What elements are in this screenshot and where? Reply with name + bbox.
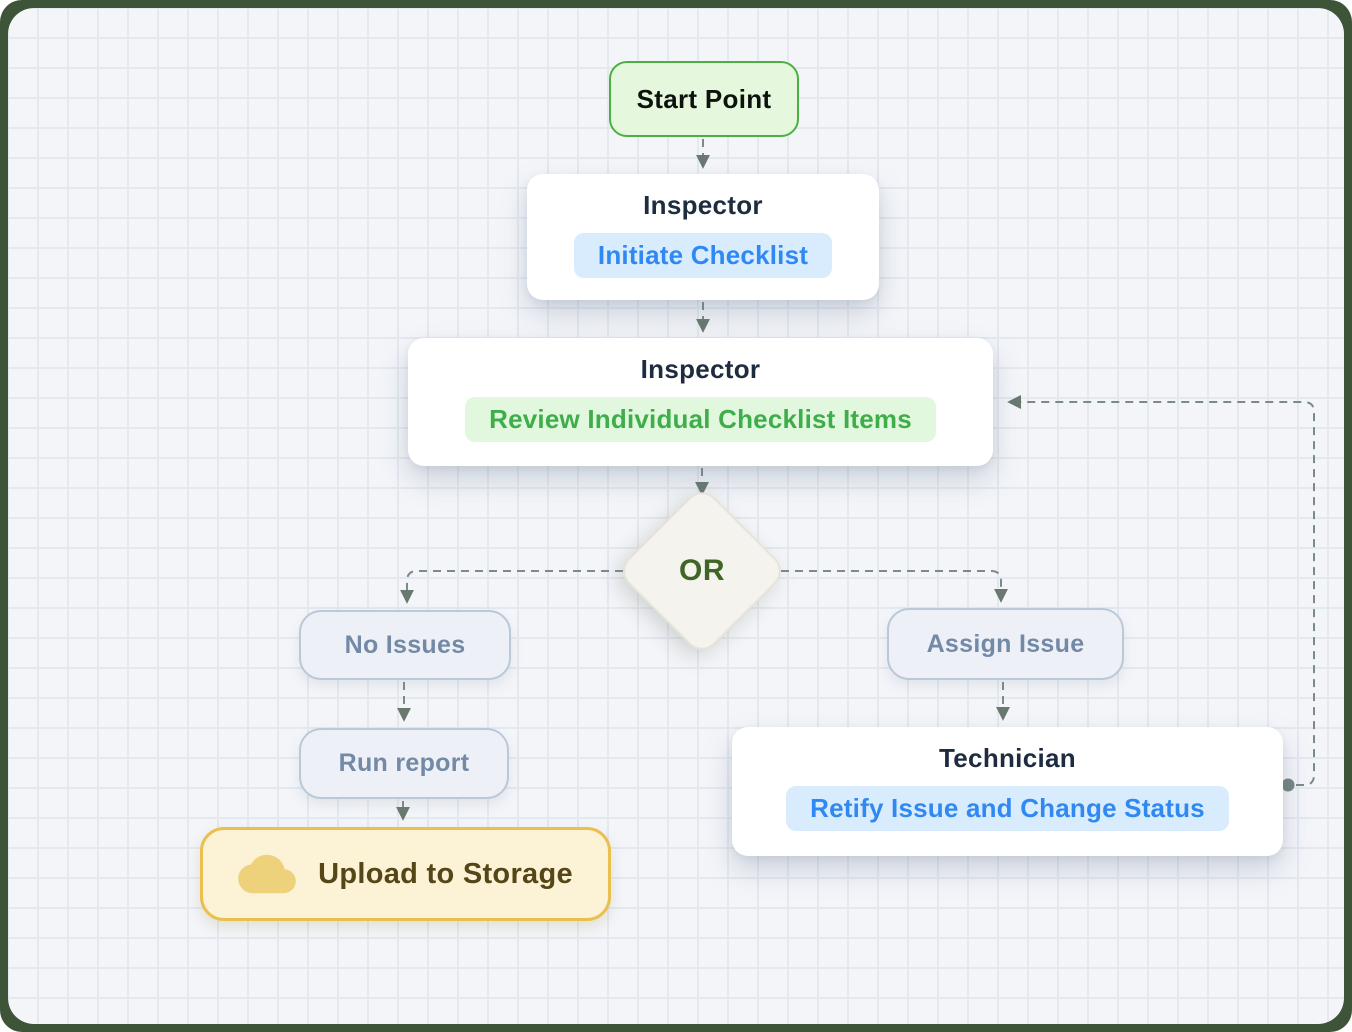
node-run-report[interactable]: Run report	[299, 728, 509, 799]
option-label: No Issues	[344, 630, 466, 659]
node-inspector-initiate-checklist[interactable]: Inspector Initiate Checklist	[527, 174, 879, 300]
flowchart-canvas[interactable]: Start Point Inspector Initiate Checklist…	[8, 8, 1344, 1024]
node-role-title: Inspector	[640, 354, 761, 384]
node-technician-rectify[interactable]: Technician Retify Issue and Change Statu…	[732, 727, 1283, 856]
edge-decision-to-no-issues	[400, 570, 623, 604]
node-start-point[interactable]: Start Point	[609, 61, 799, 137]
node-no-issues[interactable]: No Issues	[299, 610, 511, 680]
cloud-icon	[238, 854, 296, 894]
option-label: Assign Issue	[926, 629, 1085, 658]
upload-label: Upload to Storage	[318, 857, 573, 890]
node-assign-issue[interactable]: Assign Issue	[887, 608, 1124, 680]
node-role-title: Technician	[939, 743, 1076, 773]
option-label: Run report	[338, 749, 470, 777]
action-badge: Retify Issue and Change Status	[786, 786, 1229, 831]
action-badge: Review Individual Checklist Items	[465, 397, 936, 442]
connection-point-dot	[1281, 778, 1295, 792]
decision-label: OR	[679, 554, 725, 587]
node-upload-to-storage[interactable]: Upload to Storage	[200, 827, 611, 921]
edge-decision-to-assign-issue	[781, 570, 1008, 603]
action-badge: Initiate Checklist	[573, 233, 833, 278]
node-or-decision[interactable]: OR	[615, 484, 789, 658]
node-inspector-review-checklist[interactable]: Inspector Review Individual Checklist It…	[408, 338, 993, 466]
start-point-label: Start Point	[636, 83, 772, 114]
node-role-title: Inspector	[643, 190, 763, 220]
